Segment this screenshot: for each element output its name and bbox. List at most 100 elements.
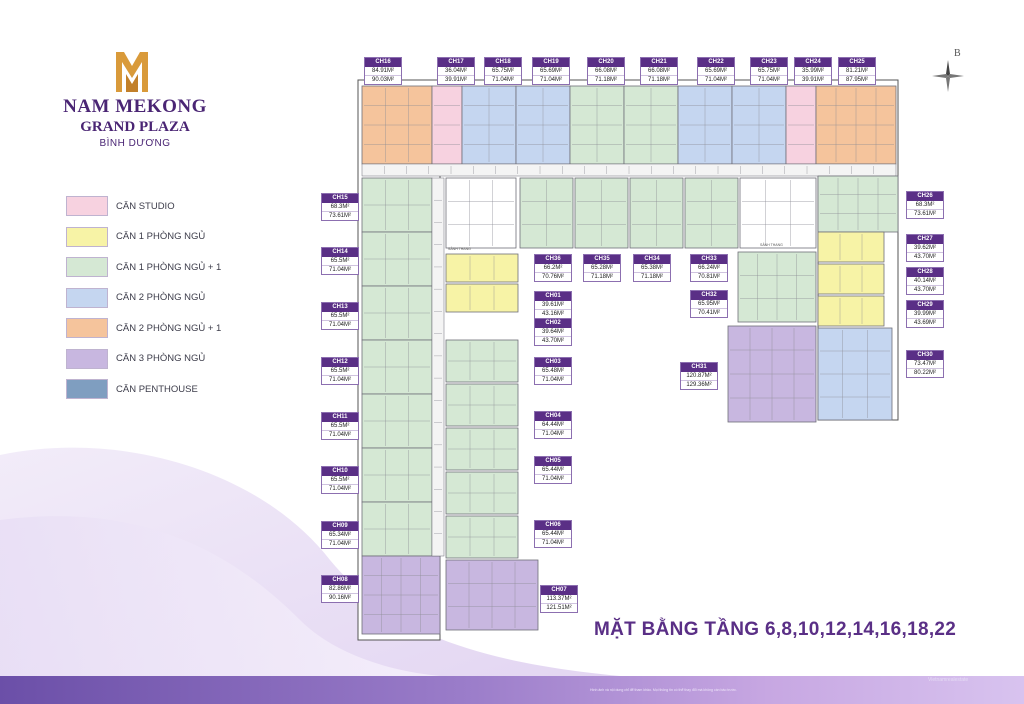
unit-code: CH04 [535, 412, 571, 421]
core-left [445, 177, 517, 249]
unit-top-4-rooms [518, 88, 568, 162]
unit-area-inner: 113.37M² [541, 595, 577, 604]
unit-area-inner: 65.69M² [698, 67, 734, 76]
unit-inner-3-rooms [448, 342, 516, 380]
unit-code: CH02 [535, 319, 571, 328]
unit-left-corner-rooms [364, 558, 438, 632]
unit-inner-2 [445, 283, 519, 313]
unit-area-inner: 65.48M² [535, 367, 571, 376]
unit-area-inner: 64.44M² [535, 421, 571, 430]
unit-area-outer: 43.69M² [913, 320, 936, 326]
unit-left-6-rooms [364, 450, 430, 500]
unit-area-outer: 73.61M² [913, 211, 936, 217]
unit-area-inner: 66.08M² [641, 67, 677, 76]
brand-name-line1: NAM MEKONG [63, 96, 207, 117]
legend-label: CĂN PENTHOUSE [116, 383, 198, 395]
unit-area-inner: 65.95M² [691, 300, 727, 309]
unit-area-outer: 43.70M² [913, 254, 936, 260]
unit-area-outer: 80.22M² [913, 370, 936, 376]
unit-area-outer: 71.04M² [328, 541, 351, 547]
legend-label: CĂN 2 PHÒNG NGỦ [116, 292, 206, 303]
unit-area-inner: 66.08M² [588, 67, 624, 76]
unit-left-2-rooms [364, 234, 430, 284]
unit-mid-1-rooms [522, 180, 571, 246]
unit-area-outer: 71.04M² [704, 77, 727, 83]
brand-location: BÌNH DƯƠNG [99, 138, 171, 149]
legend-swatch [66, 257, 108, 277]
unit-area-inner: 73.47M² [907, 360, 943, 369]
unit-area-outer: 71.04M² [491, 77, 514, 83]
unit-code: CH24 [795, 58, 831, 67]
unit-code: CH01 [535, 292, 571, 301]
unit-code: CH26 [907, 192, 943, 201]
unit-area-inner: 65.44M² [535, 466, 571, 475]
core-left-rooms [448, 180, 514, 246]
unit-inner-1 [445, 253, 519, 283]
unit-code: CH08 [322, 576, 358, 585]
unit-code: CH06 [535, 521, 571, 530]
legend-swatch [66, 318, 108, 338]
unit-top-7-rooms [680, 88, 730, 162]
corridor-top-rooms [384, 166, 874, 174]
unit-code: CH11 [322, 413, 358, 422]
unit-area-outer: 39.91M² [444, 77, 467, 83]
legend-label: CĂN 1 PHÒNG NGỦ [116, 231, 206, 242]
unit-area-outer: 90.03M² [371, 77, 394, 83]
unit-code: CH25 [839, 58, 875, 67]
unit-area-inner: 65.5M² [322, 257, 358, 266]
unit-area-outer: 71.04M² [541, 377, 564, 383]
unit-code: CH12 [322, 358, 358, 367]
unit-area-outer: 121.51M² [546, 605, 572, 611]
unit-area-outer: 129.36M² [686, 382, 712, 388]
unit-top-9-rooms [788, 105, 814, 145]
unit-code: CH36 [535, 255, 571, 264]
unit-area-outer: 43.70M² [913, 287, 936, 293]
legend-label: CĂN 1 PHÒNG NGỦ + 1 [116, 261, 222, 273]
legend-label: CĂN 2 PHÒNG NGỦ + 1 [116, 322, 222, 334]
unit-area-outer: 71.04M² [757, 77, 780, 83]
unit-top-6-rooms [626, 88, 676, 162]
unit-code: CH27 [907, 235, 943, 244]
unit-left-5-rooms [364, 396, 430, 446]
unit-area-inner: 68.3M² [907, 201, 943, 210]
unit-area-inner: 65.34M² [322, 531, 358, 540]
unit-code: CH28 [907, 268, 943, 277]
unit-inner-2-rooms [469, 286, 495, 310]
legend-item: CĂN 1 PHÒNG NGỦ [66, 226, 221, 247]
unit-code: CH29 [907, 301, 943, 310]
brand-name-line2: GRAND PLAZA [80, 119, 190, 135]
unit-right-4 [817, 295, 885, 327]
unit-area-outer: 39.91M² [801, 77, 824, 83]
legend-item: CĂN 1 PHÒNG NGỦ + 1 [66, 257, 221, 277]
unit-code: CH19 [533, 58, 569, 67]
unit-right-large-rooms [730, 328, 814, 420]
unit-area-inner: 65.5M² [322, 312, 358, 321]
unit-code: CH31 [681, 363, 717, 372]
unit-code: CH07 [541, 586, 577, 595]
unit-left-3-rooms [364, 288, 430, 338]
legend-swatch [66, 348, 108, 369]
unit-area-outer: 70.76M² [541, 274, 564, 280]
unit-code: CH23 [751, 58, 787, 67]
corridor-left [431, 177, 445, 557]
core-right-rooms [742, 180, 814, 246]
unit-area-outer: 71.18M² [590, 274, 613, 280]
